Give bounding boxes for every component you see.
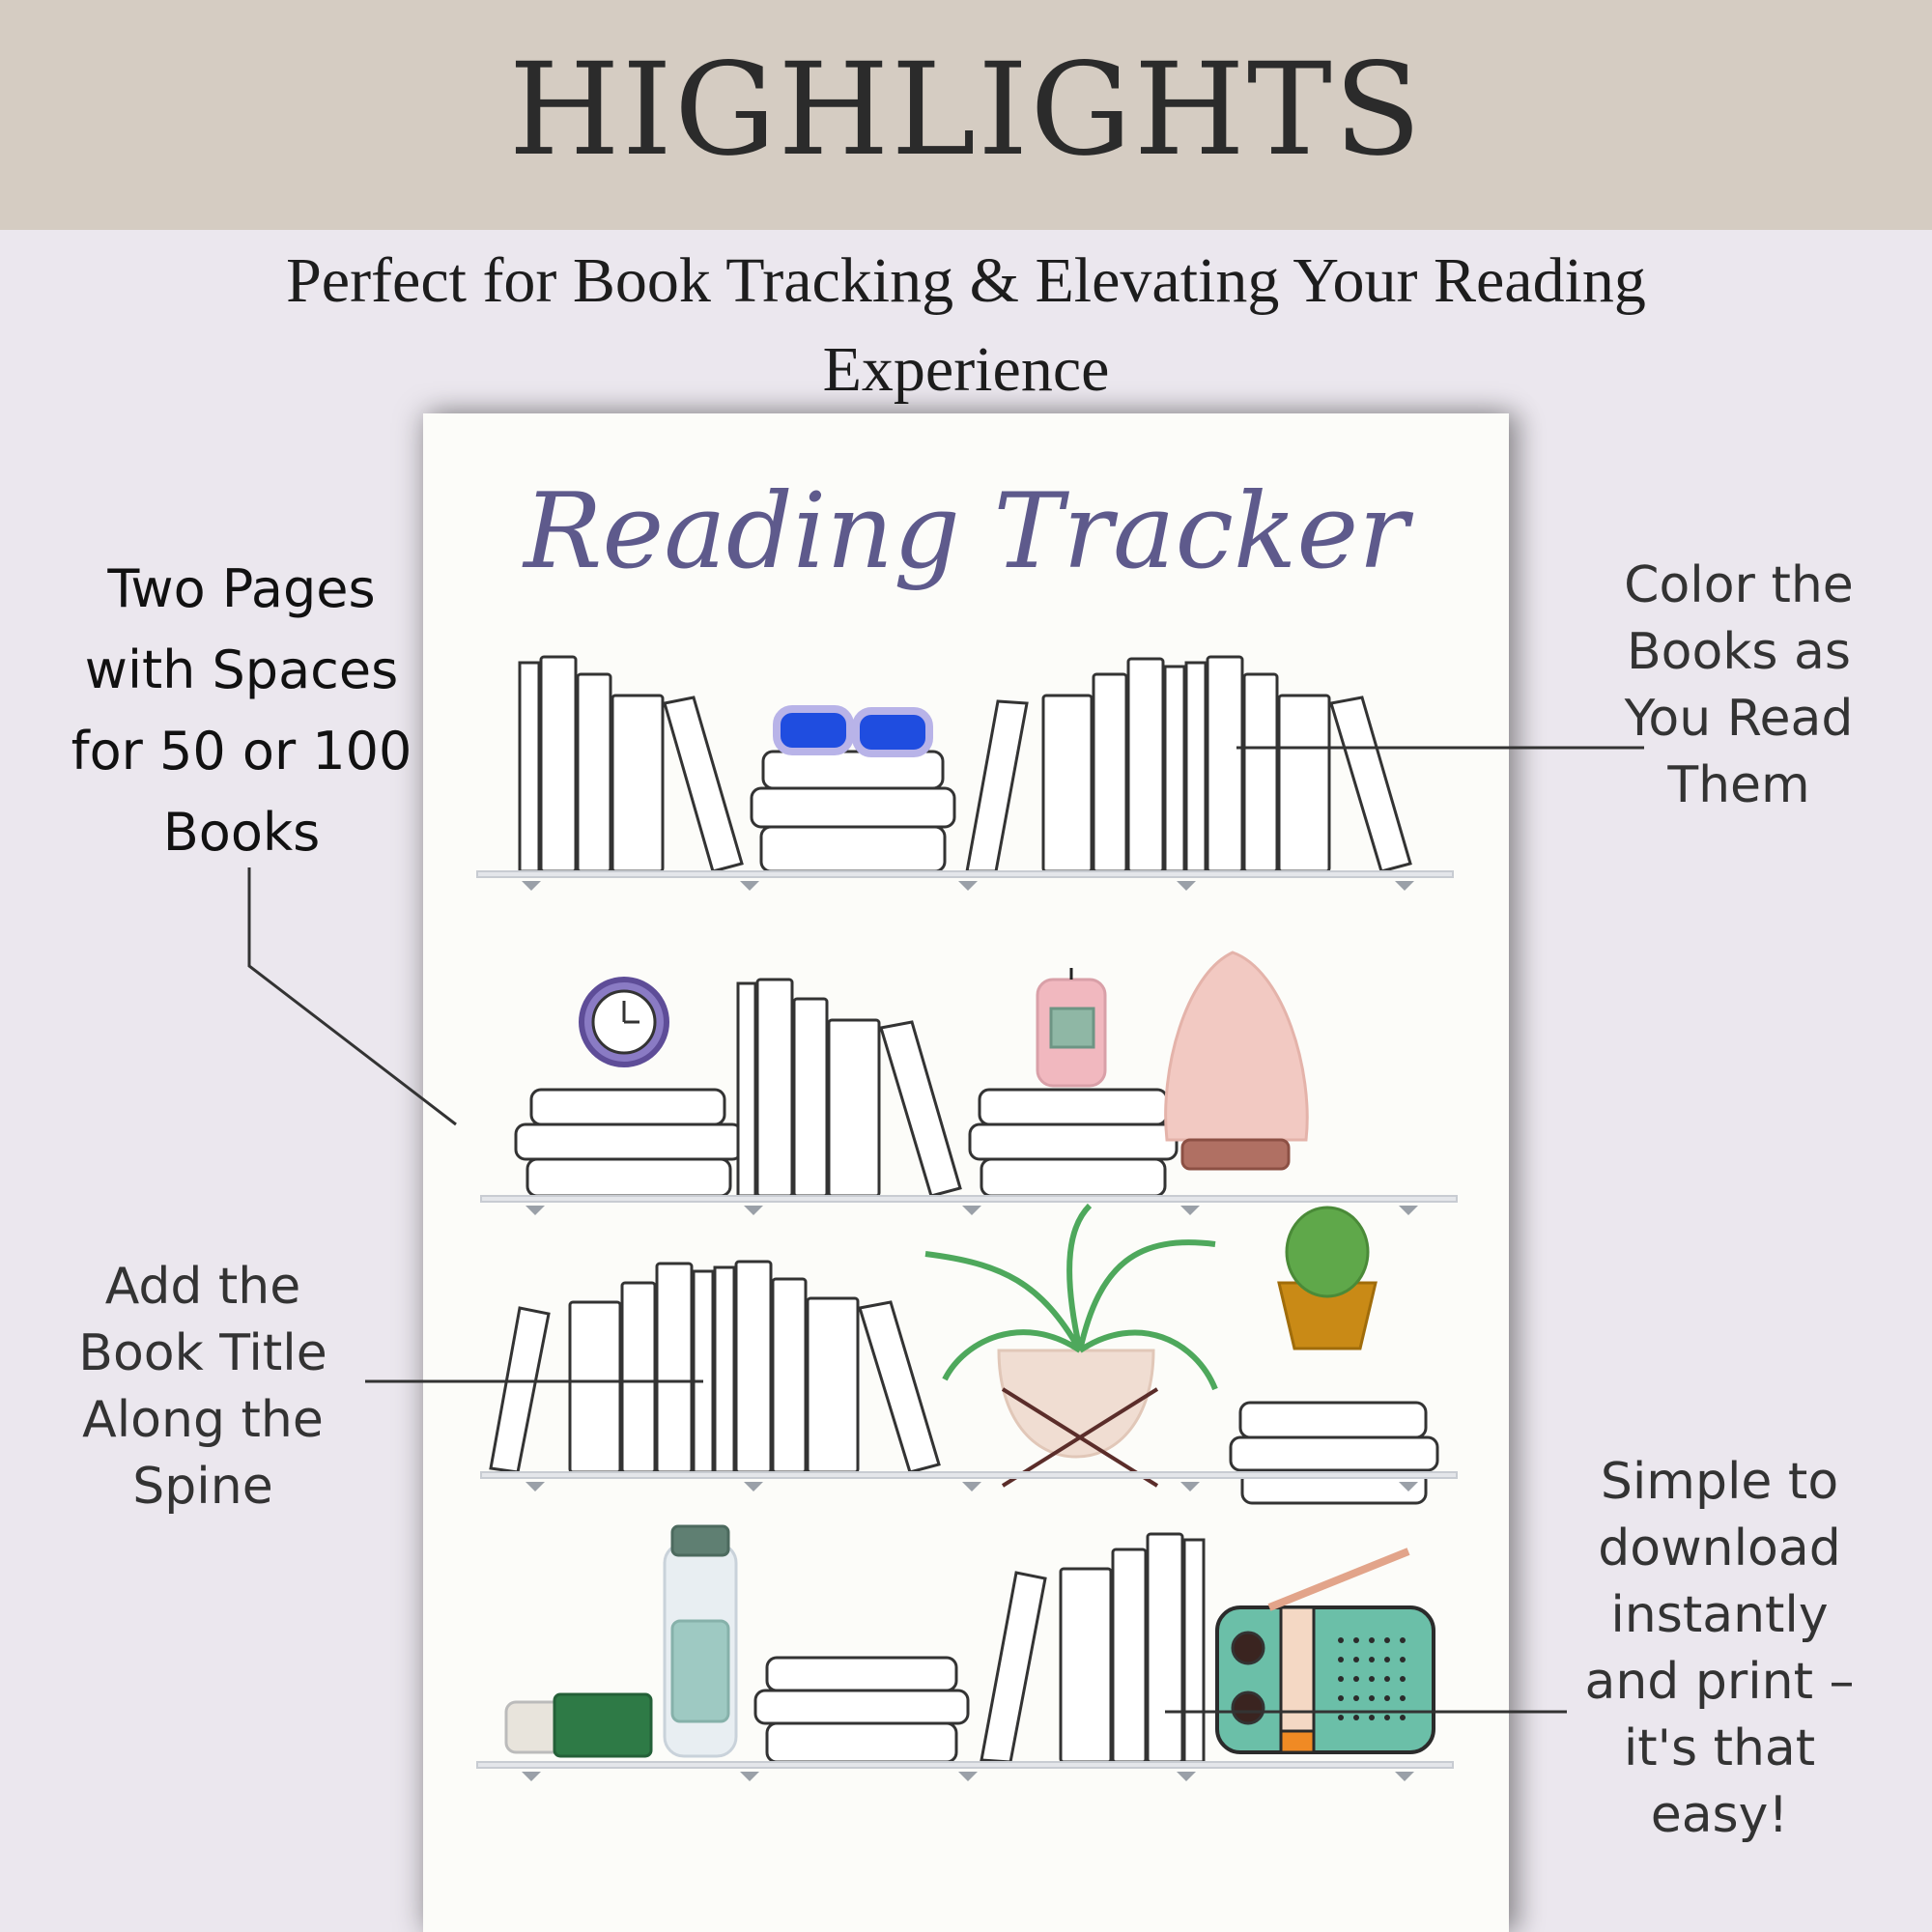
subtitle: Perfect for Book Tracking & Elevating Yo… — [286, 245, 1646, 405]
bookshelf-illustration — [476, 655, 1458, 1781]
banner: HIGHLIGHTS — [0, 0, 1932, 230]
callout-book-title: Add the Book Title Along the Spine — [78, 1258, 327, 1516]
callout-download: Simple to download instantly and print –… — [1584, 1453, 1855, 1844]
leader-line-two-pages — [247, 867, 457, 1126]
sheet-title: Reading Tracker — [524, 471, 1408, 592]
callout-two-pages: Two Pages with Spaces for 50 or 100 Book… — [71, 558, 412, 863]
banner-title: HIGHLIGHTS — [508, 36, 1424, 185]
callout-color-books: Color the Books as You Read Them — [1624, 556, 1854, 814]
reading-tracker-sheet: Reading Tracker — [423, 413, 1509, 1932]
